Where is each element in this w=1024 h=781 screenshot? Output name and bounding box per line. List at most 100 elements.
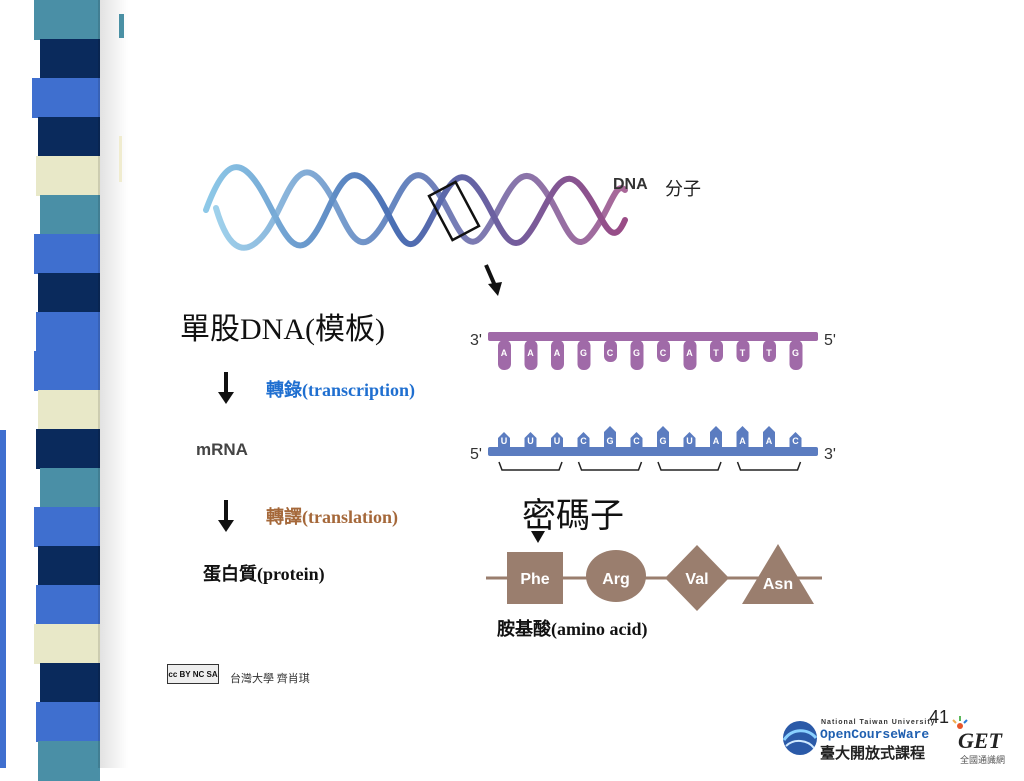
stripe-segment [34,351,100,391]
mrna-base-letter: C [633,436,640,446]
mrna-base-letter: A [739,436,746,446]
mrna-base [604,426,616,448]
pointer-triangle-icon [531,531,545,543]
mrna-base-letter: U [686,436,693,446]
amino-acid-square [507,552,563,604]
stripe-segment [38,117,100,157]
template-base [498,340,511,370]
template-base-letter: C [607,348,614,358]
mrna-backbone [488,447,818,456]
amino-acid-name: Phe [520,571,549,588]
amino-acid-name: Val [685,571,708,588]
stripe-segment [38,741,100,781]
template-base-letter: A [527,348,534,358]
mrna-base [524,432,537,448]
codon-bracket [577,461,643,471]
slide-number: 41 [929,707,950,727]
stripe-segment [40,663,100,703]
mrna-base-letter: A [713,436,720,446]
template-base-letter: G [792,348,799,358]
subtitle-accent-bar [119,136,122,182]
amino-acid-triangle [742,544,814,604]
amino-acid-circle [586,550,646,602]
transcription-label: 轉錄(transcription) [266,380,415,400]
decorative-stripe-bar [0,0,108,781]
down-arrow-icon [218,500,234,532]
stripe-segment [40,195,100,235]
mrna-label: mRNA [196,440,248,459]
stripe-segment [34,624,100,664]
template-base-letter: A [686,348,693,358]
stripe-segment [34,507,100,547]
template-base-letter: G [580,348,587,358]
stripe-segment [36,312,100,352]
template-base [524,340,538,370]
stripe-segment [34,0,100,40]
amino-acid-label: 胺基酸(amino acid) [497,619,648,639]
stripe-segment [40,468,100,508]
template-base [736,340,750,362]
mrna-base-letter: G [606,436,613,446]
dna-label: DNA [613,176,648,193]
amino-acid-diamond [665,545,729,611]
template-base-letter: A [501,348,508,358]
mrna-base [736,426,749,448]
cc-license-badge: cc BY NC SA [167,664,219,684]
mrna-base [657,426,669,448]
stripe-segment [38,273,100,313]
ocw-chinese-name: 臺大開放式課程 [820,746,926,762]
template-backbone [488,332,818,341]
template-base-letter: T [766,348,772,358]
template-base [763,340,776,362]
mrna-base [551,432,563,448]
mrna-right-end: 3' [824,446,836,463]
stripe-edge [0,430,6,768]
get-sparkle-icon [952,716,968,729]
template-right-end: 5' [824,332,836,349]
template-base [657,340,670,362]
template-base [683,340,697,370]
mrna-base [763,426,775,448]
selection-box [427,180,481,242]
mrna-base [789,432,802,448]
get-chinese-name: 全國通識網 [960,755,1006,765]
template-base [551,340,564,370]
molecule-label: 分子 [665,179,701,199]
mrna-base [710,426,722,448]
template-base [577,340,591,370]
stripe-segment [36,702,100,742]
mrna-base [630,432,643,448]
ntu-globe-icon [782,721,818,755]
codon-bracket [736,461,802,471]
template-base [710,340,723,362]
get-logo: GET [958,728,1002,753]
template-base-letter: G [633,348,640,358]
template-base [604,340,617,362]
ocw-wordmark: OpenCourseWare [820,727,930,742]
mrna-base-letter: U [501,436,508,446]
mrna-base-letter: C [792,436,799,446]
stripe-segment [36,156,100,196]
template-base-letter: A [554,348,561,358]
ntu-english-name: National Taiwan University [821,719,936,726]
down-arrow-icon [218,372,234,404]
mrna-base [498,432,510,448]
template-left-end: 3' [470,332,482,349]
template-base-letter: T [713,348,719,358]
stripe-segment [36,429,100,469]
mrna-base-letter: G [659,436,666,446]
codon-bracket [657,461,722,471]
codon-bracket [498,461,563,471]
stripe-shadow [98,0,128,768]
mrna-base-letter: U [527,436,534,446]
protein-label: 蛋白質(protein) [203,564,325,584]
mrna-base-letter: A [766,436,773,446]
stripe-segment [34,234,100,274]
template-base-letter: C [660,348,667,358]
title-accent-bar [119,14,124,38]
amino-acid-name: Arg [602,571,630,588]
mrna-base [683,432,696,448]
stripe-segment [40,39,100,79]
single-strand-dna-label: 單股DNA(模板) [180,313,385,346]
